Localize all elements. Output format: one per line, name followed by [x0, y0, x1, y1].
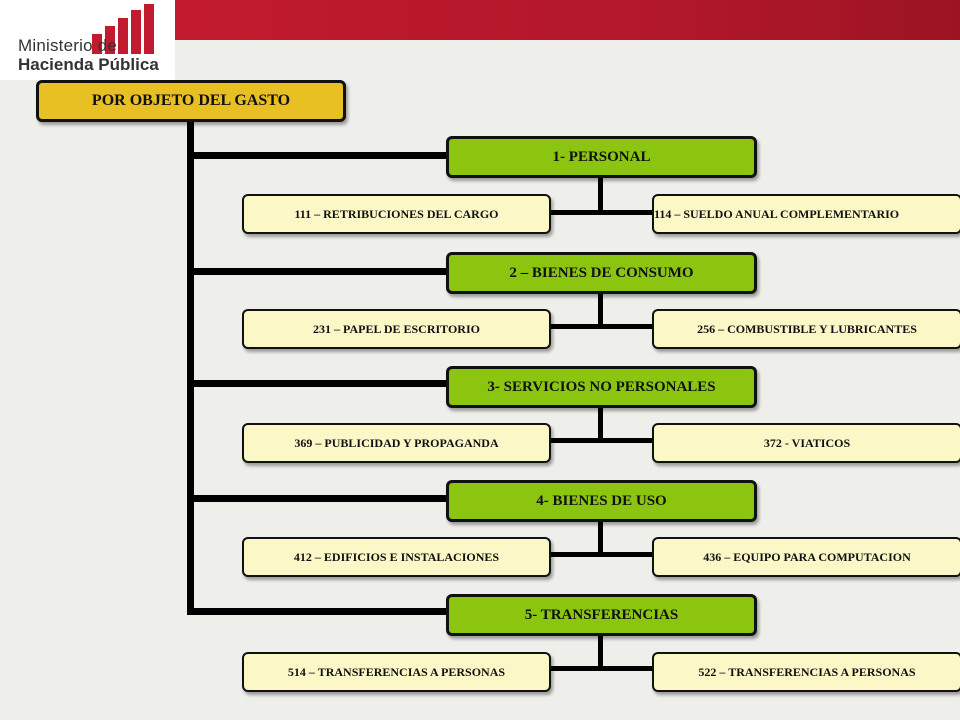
bar-chart-logo-icon — [92, 4, 154, 54]
logo-line1: Ministerio de — [18, 36, 117, 55]
leaf-node-right: 114 – SUELDO ANUAL COMPLEMENTARIO — [652, 194, 960, 234]
connector-cat-2 — [187, 268, 449, 275]
root-connector-vertical — [187, 120, 194, 615]
leaf-node-right: 436 – EQUIPO PARA COMPUTACION — [652, 537, 960, 577]
connector-cat-5 — [187, 608, 449, 615]
category-node-bienes-consumo: 2 – BIENES DE CONSUMO — [446, 252, 757, 294]
sub-connector-5-h — [549, 666, 654, 671]
sub-connector-1-v — [598, 178, 603, 214]
connector-cat-1 — [187, 152, 449, 159]
leaf-node-left: 412 – EDIFICIOS E INSTALACIONES — [242, 537, 551, 577]
category-node-bienes-uso: 4- BIENES DE USO — [446, 480, 757, 522]
leaf-node-right: 372 - VIATICOS — [652, 423, 960, 463]
leaf-node-left: 231 – PAPEL DE ESCRITORIO — [242, 309, 551, 349]
leaf-node-right: 522 – TRANSFERENCIAS A PERSONAS — [652, 652, 960, 692]
leaf-node-left: 514 – TRANSFERENCIAS A PERSONAS — [242, 652, 551, 692]
header-bar — [175, 0, 960, 40]
sub-connector-3-h — [549, 438, 654, 443]
sub-connector-1-h — [549, 210, 654, 215]
sub-connector-5-v — [598, 634, 603, 670]
category-node-personal: 1- PERSONAL — [446, 136, 757, 178]
sub-connector-3-v — [598, 406, 603, 442]
leaf-node-left: 111 – RETRIBUCIONES DEL CARGO — [242, 194, 551, 234]
connector-cat-4 — [187, 495, 449, 502]
logo-line2: Hacienda Pública — [18, 55, 159, 74]
root-node: POR OBJETO DEL GASTO — [36, 80, 346, 122]
sub-connector-2-v — [598, 292, 603, 328]
category-node-servicios: 3- SERVICIOS NO PERSONALES — [446, 366, 757, 408]
sub-connector-4-v — [598, 520, 603, 556]
connector-cat-3 — [187, 380, 449, 387]
ministry-logo: Ministerio de Hacienda Pública — [0, 0, 175, 80]
leaf-node-right: 256 – COMBUSTIBLE Y LUBRICANTES — [652, 309, 960, 349]
sub-connector-4-h — [549, 552, 654, 557]
category-node-transferencias: 5- TRANSFERENCIAS — [446, 594, 757, 636]
leaf-node-left: 369 – PUBLICIDAD Y PROPAGANDA — [242, 423, 551, 463]
sub-connector-2-h — [549, 324, 654, 329]
